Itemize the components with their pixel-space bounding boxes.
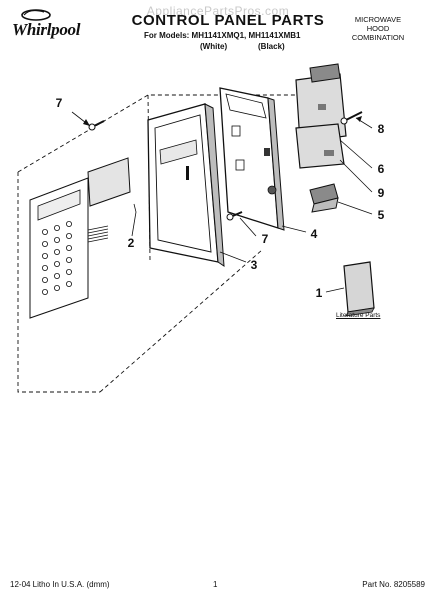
callout-3: 3: [250, 258, 258, 272]
brand-name: Whirlpool: [12, 20, 81, 39]
models-label: For Models: MH1141XMQ1, MH1141XMB1: [144, 31, 301, 40]
footer-print-info: 12-04 Litho In U.S.A. (dmm): [10, 580, 110, 589]
callout-5: 5: [377, 208, 385, 222]
page-title: CONTROL PANEL PARTS: [131, 12, 325, 29]
arrow-heads: [83, 116, 362, 126]
callout-8: 8: [377, 122, 385, 136]
variant-white: (White): [200, 42, 228, 51]
mounting-clip-part: [309, 183, 339, 213]
callout-7-bottom: 7: [261, 232, 269, 246]
product-type: MICROWAVE HOOD COMBINATION: [338, 15, 418, 42]
callout-1: 1: [315, 286, 323, 300]
footer-part-number: Part No. 8205589: [362, 580, 425, 589]
keypad-buttons: [42, 220, 73, 295]
relay-board-part: [295, 123, 345, 169]
control-panel-frame: [147, 103, 225, 267]
control-board-bracket: [219, 87, 285, 231]
callout-7-top: 7: [55, 96, 63, 110]
keypad-membrane: [29, 177, 109, 319]
whirlpool-swirl-icon: [21, 9, 51, 21]
callout-6: 6: [377, 162, 385, 176]
literature-parts: [343, 261, 375, 317]
watermark: AppliancePartsPros.com: [146, 4, 290, 18]
callout-2: 2: [127, 236, 135, 250]
display-window-part: [87, 157, 131, 207]
product-type-line: COMBINATION: [351, 33, 405, 42]
screw-part-7-bottom: [226, 211, 243, 221]
literature-parts-label: Literature Parts: [336, 312, 381, 319]
footer-page-number: 1: [213, 580, 218, 589]
product-type-line: HOOD: [366, 24, 390, 33]
variant-black: (Black): [258, 42, 285, 51]
screw-part-8: [340, 111, 363, 125]
callout-9: 9: [377, 186, 385, 200]
callout-4: 4: [310, 227, 318, 241]
whirlpool-logo: Whirlpool: [10, 6, 96, 44]
screw-part-7-top: [88, 120, 105, 131]
ribbon-cable: [87, 225, 109, 243]
product-type-line: MICROWAVE: [354, 15, 402, 24]
